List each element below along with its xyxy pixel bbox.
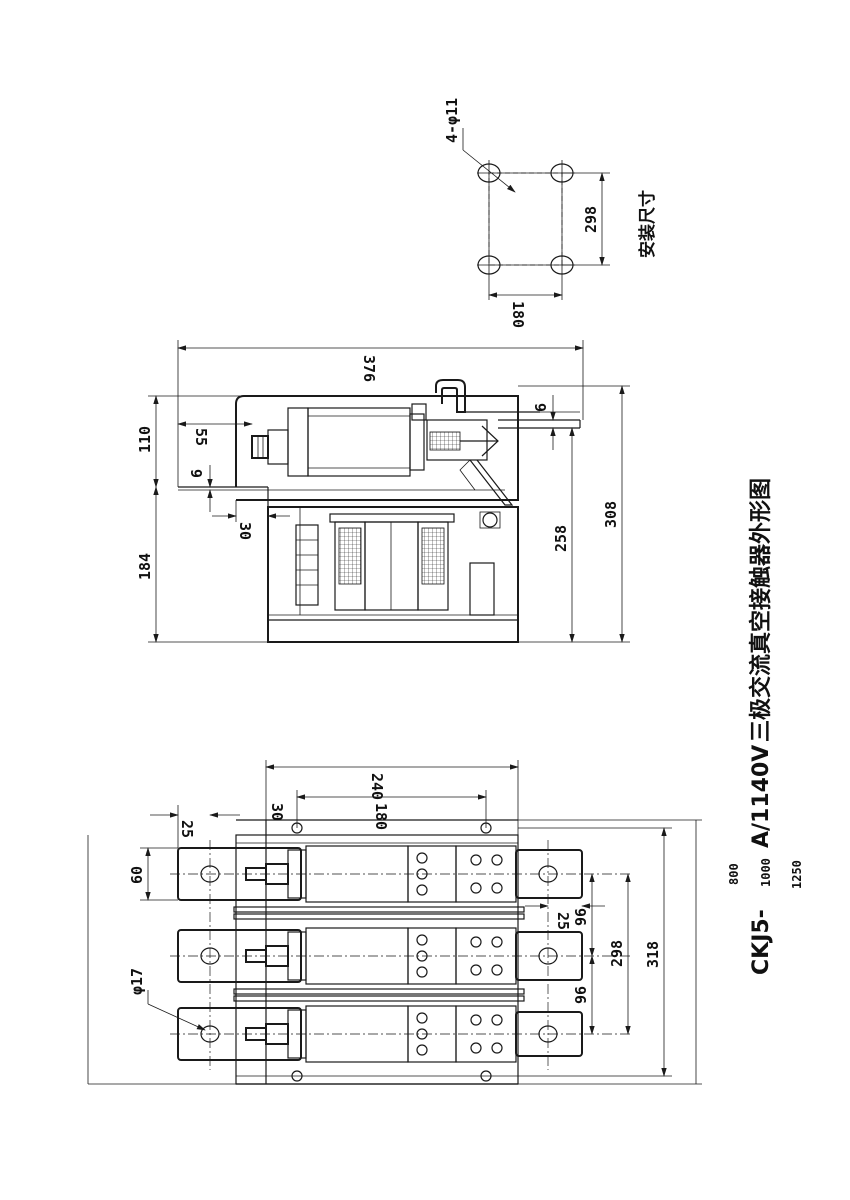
auxiliary-switch [295,524,319,606]
coil-winding [421,527,445,585]
vacuum-bottle [307,407,411,477]
title-current-800: 800 [727,863,741,885]
top-dim-25-side: 25 [554,912,572,930]
side-dim-30: 30 [236,522,254,540]
mounting-holes-label: 4-φ11 [443,98,461,143]
mounting-caption: 安装尺寸 [637,190,658,258]
side-dim-376: 376 [360,355,378,382]
side-view: 376 110 184 55 6 30 6 258 308 [136,340,630,643]
title-name: 三极交流真空接触器外形图 [748,478,774,742]
terminal-nut [251,435,269,459]
title-model: CKJ5- [749,909,774,975]
drawing-title: CKJ5- 800 1000 1250 A/1140V 三极交流真空接触器外形图 [727,478,804,975]
mounting-dim-298: 298 [582,206,600,233]
side-dim-110: 110 [136,426,154,453]
upper-plate [235,395,519,501]
side-dim-55: 55 [192,428,210,446]
top-dim-180: 180 [372,803,390,830]
side-dim-6-left: 6 [188,469,206,478]
title-current-1250: 1250 [790,860,804,889]
top-frame [235,834,519,1085]
top-dim-240: 240 [368,773,386,800]
mounting-pattern: 298 180 4-φ11 安装尺寸 [443,98,658,328]
top-dim-60: 60 [128,866,146,884]
mounting-dim-180: 180 [509,301,527,328]
top-dim-318: 318 [644,941,662,968]
base-frame [267,506,519,643]
coil-winding [338,527,362,585]
top-dim-298: 298 [608,940,626,967]
top-dim-phi17: φ17 [128,968,146,995]
side-dim-6-right: 6 [532,403,550,412]
top-dim-96-a: 96 [572,908,590,926]
mounting-outline [488,172,563,266]
side-dim-308: 308 [602,501,620,528]
top-dim-30: 30 [268,803,286,821]
top-dim-96-b: 96 [572,986,590,1004]
side-dim-258: 258 [552,525,570,552]
top-dim-25-top: 25 [178,820,196,838]
side-dim-184: 184 [136,553,154,580]
top-view: 240 180 30 25 60 φ17 25 96 96 298 [87,760,702,1085]
title-current-1000: 1000 [759,858,773,887]
title-rating: A/1140V [749,745,774,848]
